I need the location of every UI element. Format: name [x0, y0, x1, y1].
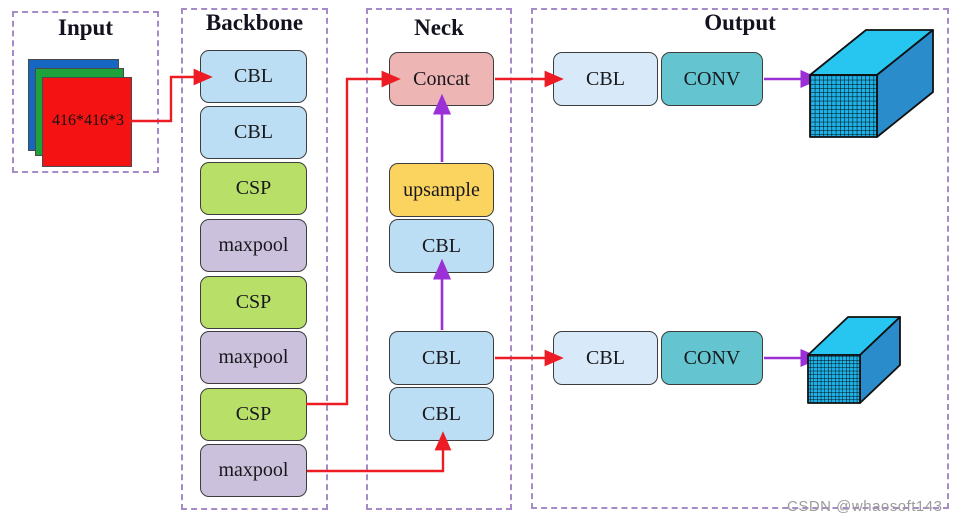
output-section-box: [531, 8, 949, 509]
input-tensor-label: 416*416*3: [52, 112, 124, 129]
backbone-block-maxpool-1: maxpool: [200, 219, 307, 272]
neck-block-cbl-3: CBL: [389, 387, 494, 441]
backbone-block-csp-2: CSP: [200, 276, 307, 329]
input-section-title: Input: [58, 15, 113, 40]
neck-section-title: Neck: [414, 15, 464, 40]
backbone-section-title: Backbone: [205, 10, 304, 35]
neck-block-upsample: upsample: [389, 163, 494, 217]
neck-block-concat: Concat: [389, 52, 494, 106]
backbone-block-maxpool-2: maxpool: [200, 331, 307, 384]
backbone-block-cbl-1: CBL: [200, 50, 307, 103]
backbone-block-maxpool-3: maxpool: [200, 444, 307, 497]
output-bottom-block-cbl: CBL: [553, 331, 658, 385]
neck-block-cbl-1: CBL: [389, 219, 494, 273]
input-image-red-layer: [42, 77, 132, 167]
output-bottom-block-conv: CONV: [661, 331, 763, 385]
backbone-block-csp-1: CSP: [200, 162, 307, 215]
output-section-title: Output: [704, 10, 776, 35]
output-top-block-conv: CONV: [661, 52, 763, 106]
watermark-text: CSDN @whaosoft143: [787, 498, 943, 515]
backbone-block-csp-3: CSP: [200, 388, 307, 441]
input-section-box: Input 416*416*3: [12, 11, 159, 173]
neck-block-cbl-2: CBL: [389, 331, 494, 385]
output-top-block-cbl: CBL: [553, 52, 658, 106]
backbone-block-cbl-2: CBL: [200, 106, 307, 159]
